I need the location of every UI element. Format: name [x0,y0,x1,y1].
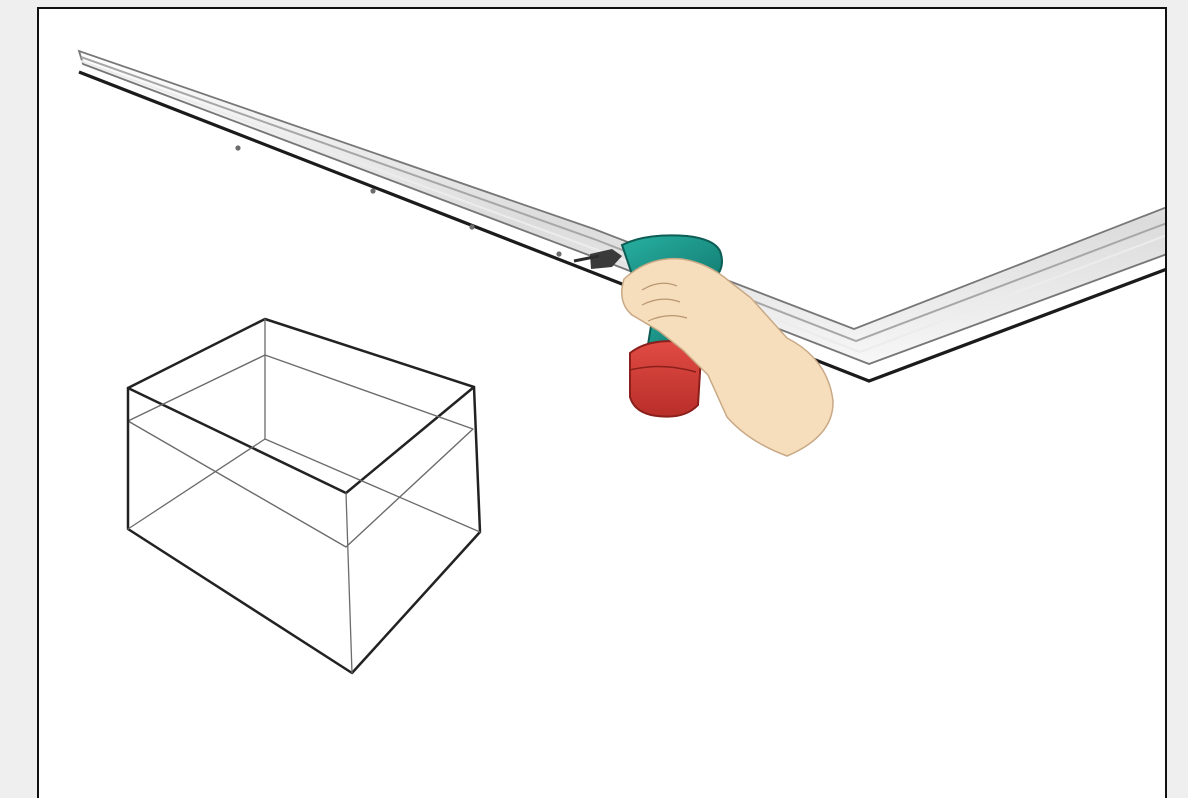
hand-icon [621,257,834,457]
wireframe-box-icon [126,317,482,675]
screw-hole-icon [235,145,241,151]
screw-hole-icon [370,188,376,194]
screw-hole-icon [556,251,562,257]
step-illustration [77,49,1165,675]
illustration-frame [37,7,1167,798]
screw-hole-icon [469,224,475,230]
